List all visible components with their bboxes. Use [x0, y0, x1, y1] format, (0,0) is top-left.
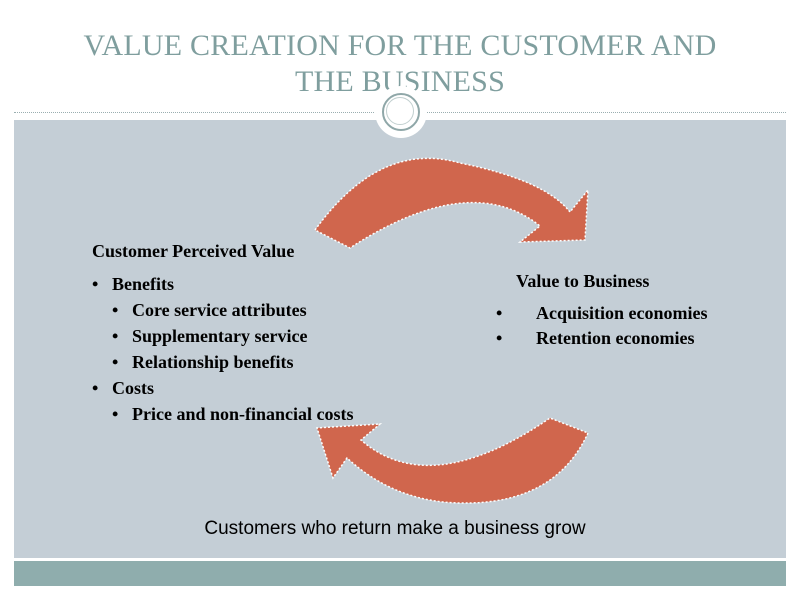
- list-item: •Acquisition economies: [496, 303, 708, 323]
- list-item-label: Benefits: [112, 274, 174, 294]
- list-item-label: Costs: [112, 378, 155, 398]
- list-item-label: Core service attributes: [132, 300, 307, 320]
- top-curved-arrow-icon: [313, 157, 589, 249]
- ornament-inner-ring: [386, 97, 414, 125]
- business-value-list: •Acquisition economies •Retention econom…: [496, 302, 716, 352]
- list-item-label: Supplementary service: [132, 326, 308, 346]
- list-item: •Benefits: [92, 274, 174, 294]
- circle-ornament-icon: [375, 86, 427, 138]
- slide-caption: Customers who return make a business gro…: [204, 518, 586, 539]
- list-item-label: Price and non-financial costs: [132, 404, 354, 424]
- list-item: •Price and non-financial costs: [112, 404, 354, 424]
- list-item-label: Acquisition economies: [536, 303, 708, 323]
- list-item-label: Retention economies: [536, 328, 695, 348]
- footer-divider: [14, 558, 786, 559]
- customer-value-heading: Customer Perceived Value: [92, 241, 295, 261]
- footer-bar: [14, 561, 786, 586]
- ornament-ring: [382, 93, 420, 131]
- list-item: •Supplementary service: [112, 326, 308, 346]
- customer-value-list: •Benefits •Core service attributes •Supp…: [92, 271, 354, 427]
- slide-title: VALUE CREATION FOR THE CUSTOMER AND THE …: [0, 28, 800, 100]
- list-item-label: Relationship benefits: [132, 352, 294, 372]
- business-value-heading: Value to Business: [516, 271, 650, 291]
- bottom-curved-arrow-icon: [315, 417, 590, 504]
- list-item: •Costs: [92, 378, 155, 398]
- list-item: •Relationship benefits: [112, 352, 294, 372]
- list-item: •Core service attributes: [112, 300, 307, 320]
- title-line-1: VALUE CREATION FOR THE CUSTOMER AND: [83, 29, 717, 62]
- list-item: •Retention economies: [496, 328, 695, 348]
